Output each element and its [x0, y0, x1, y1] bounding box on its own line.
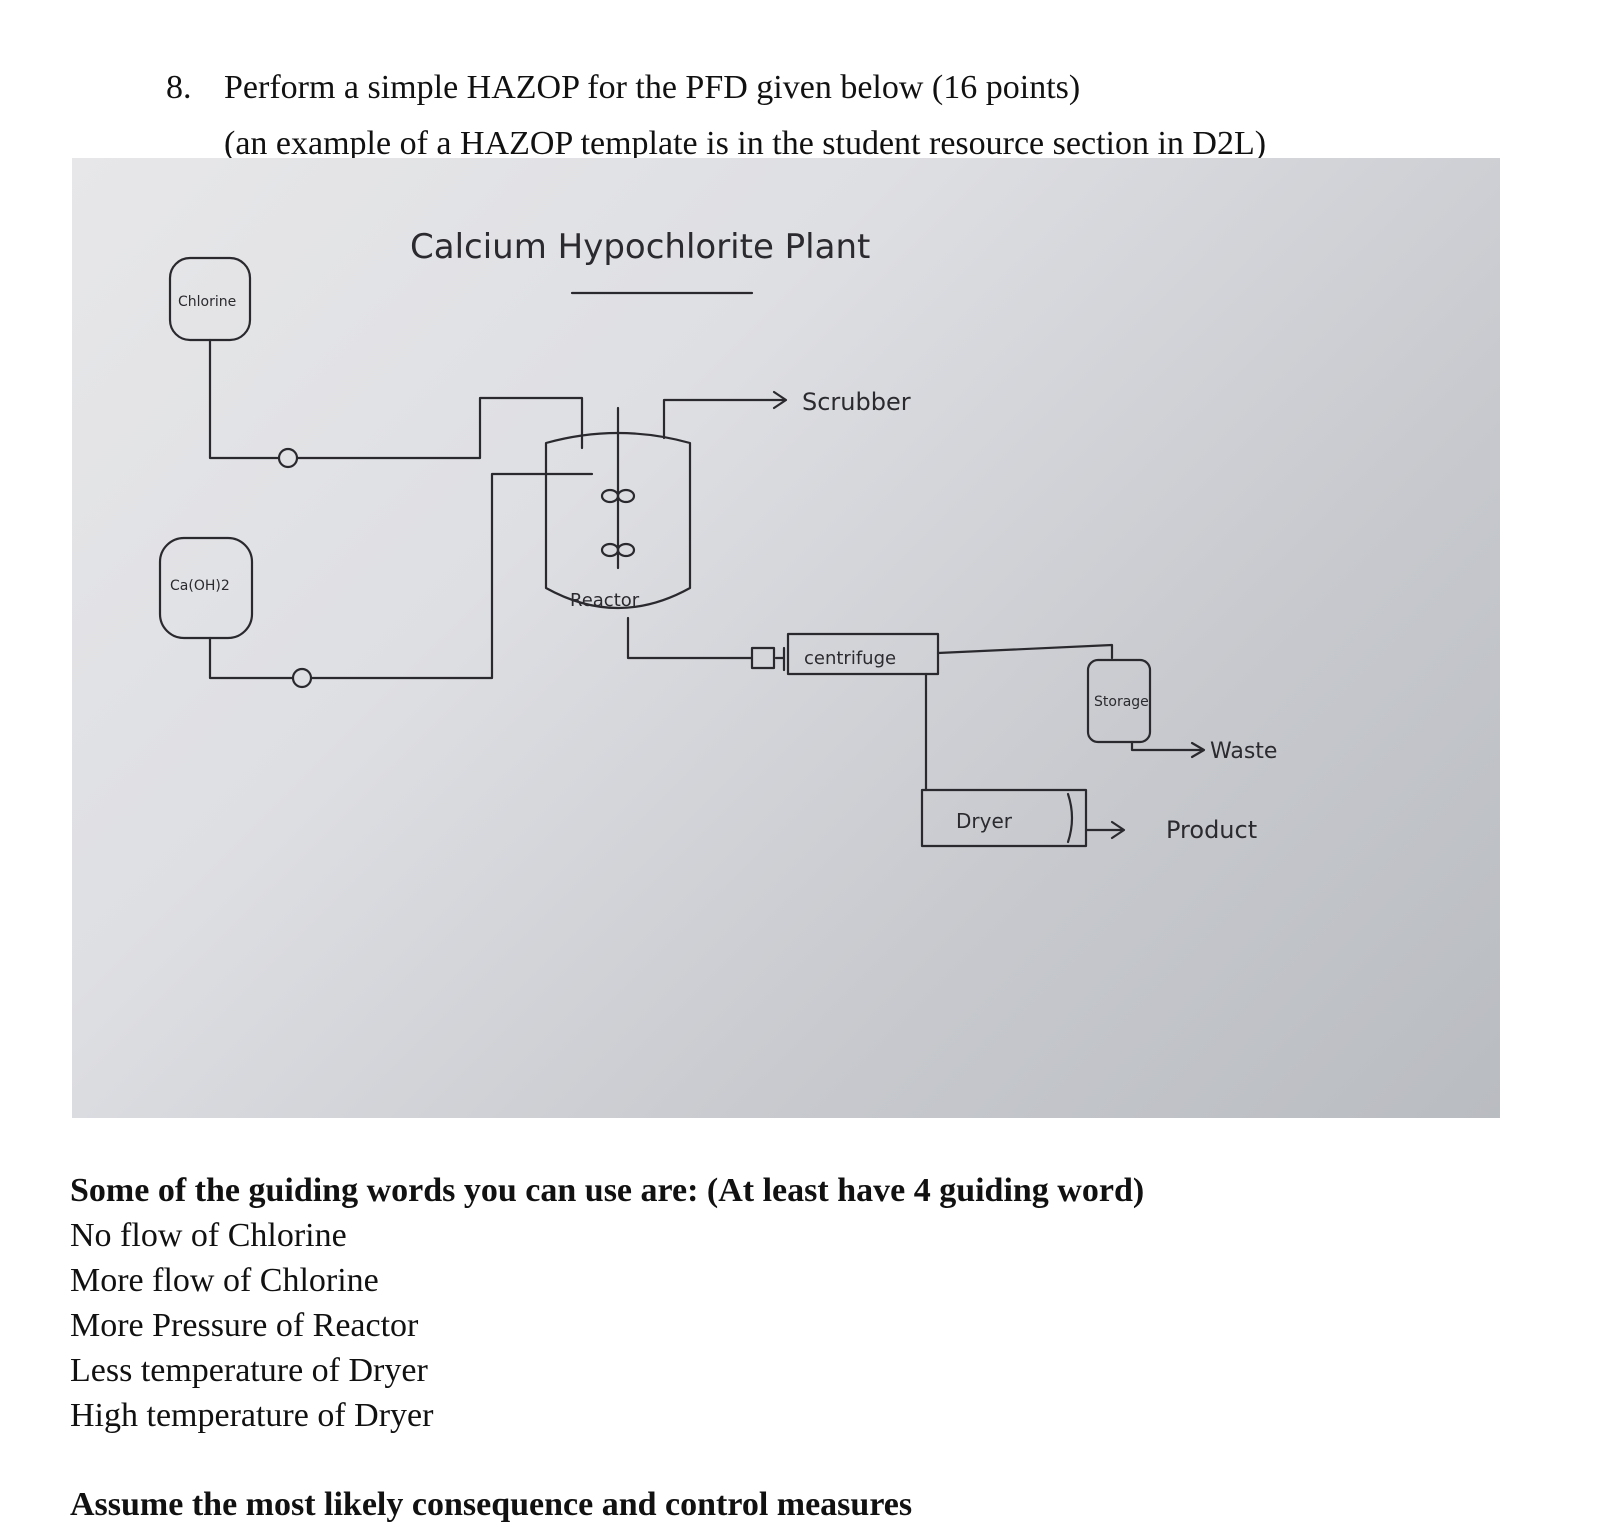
liquor-line [936, 643, 1114, 660]
reactor-outlet-line [626, 616, 754, 660]
centrifuge-motor [750, 646, 776, 670]
storage-label: Storage [1094, 694, 1149, 710]
question-text: Perform a simple HAZOP for the PFD given… [224, 69, 1081, 106]
question-line-2: (an example of a HAZOP template is in th… [224, 125, 1267, 162]
diagram-title: Calcium Hypochlorite Plant [410, 227, 870, 267]
question-block: 8. Perform a simple HAZOP for the PFD giv… [166, 60, 1266, 172]
guide-item: More Pressure of Reactor [70, 1307, 419, 1344]
guide-item: High temperature of Dryer [70, 1397, 434, 1434]
vent-line [662, 398, 786, 440]
reactor-vessel [544, 431, 692, 609]
pfd-photo: Calcium Hypochlorite Plant Chlorine Ca(O… [72, 158, 1500, 1118]
dryer-body [920, 788, 1088, 848]
chlorine-label: Chlorine [178, 294, 236, 310]
chlorine-line [208, 338, 584, 460]
question-number: 8. [166, 69, 192, 106]
guiding-heading: Some of the guiding words you can use ar… [70, 1172, 1145, 1209]
waste-arrow [1190, 741, 1206, 759]
caoh-pump [291, 667, 313, 689]
guide-item: No flow of Chlorine [70, 1217, 347, 1254]
product-arrow [1110, 820, 1126, 840]
guide-item: Less temperature of Dryer [70, 1352, 428, 1389]
chlorine-pump [277, 447, 299, 469]
caoh-line [208, 472, 594, 680]
guiding-words: Some of the guiding words you can use ar… [70, 1168, 1144, 1438]
reactor-label: Reactor [570, 590, 640, 611]
caoh-tank [158, 536, 254, 640]
question-line-1: 8. Perform a simple HAZOP for the PFD giv… [166, 60, 1266, 116]
closing-instruction: Assume the most likely consequence and c… [70, 1486, 913, 1523]
scrubber-label: Scrubber [802, 388, 911, 416]
waste-label: Waste [1210, 739, 1277, 764]
centrifuge-label: centrifuge [804, 648, 896, 669]
storage-tank [1086, 658, 1152, 744]
caoh-label: Ca(OH)2 [170, 578, 230, 594]
vent-arrow [772, 390, 788, 410]
pfd-diagram: Calcium Hypochlorite Plant Chlorine Ca(O… [158, 227, 1277, 848]
dryer-label: Dryer [956, 809, 1013, 833]
guide-item: More flow of Chlorine [70, 1262, 379, 1299]
waste-line [1130, 740, 1204, 752]
product-label: Product [1166, 816, 1257, 844]
